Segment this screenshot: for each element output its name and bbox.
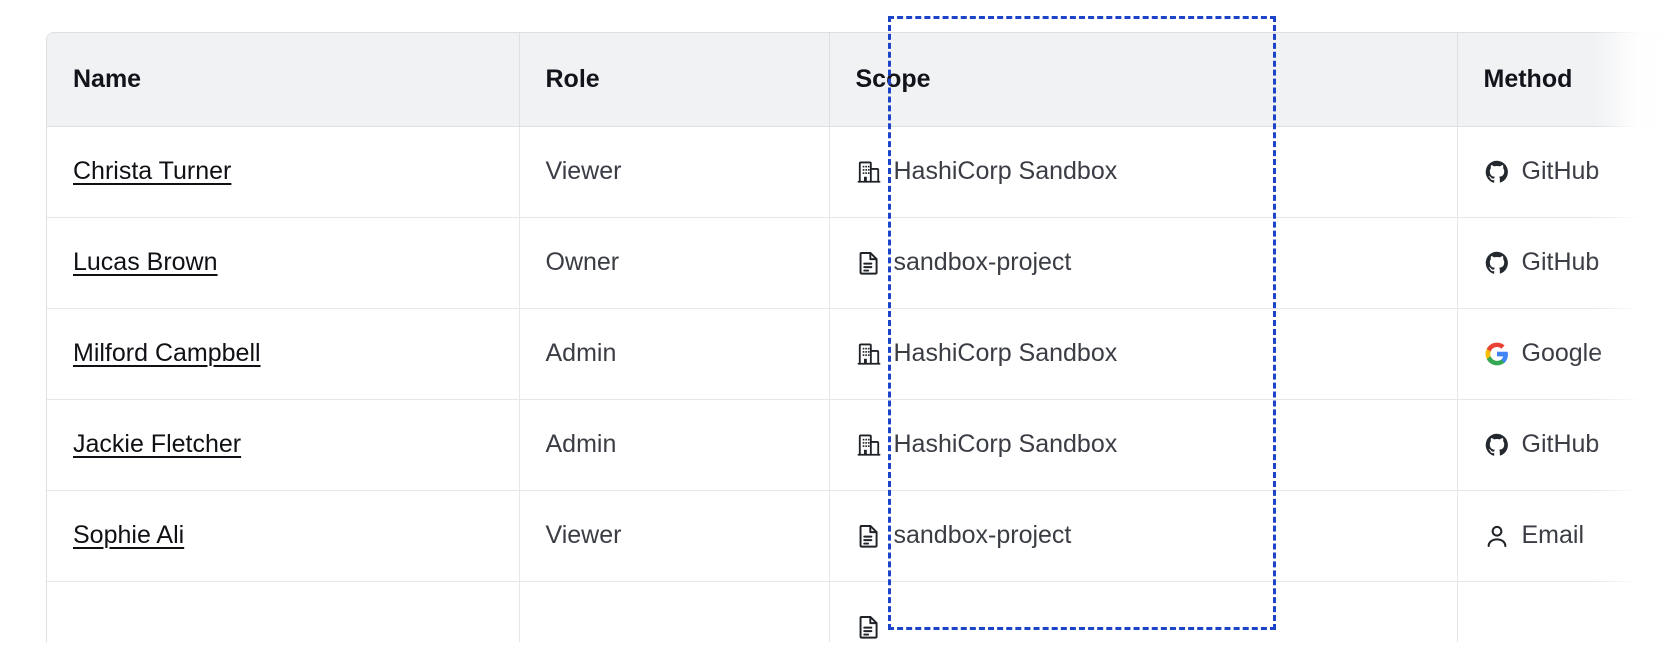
- cell-spacer: [1357, 217, 1458, 309]
- cell-method: GitHub: [1457, 399, 1672, 491]
- cell-scope: HashiCorp Sandbox: [829, 126, 1357, 218]
- bottom-mask: [0, 642, 1672, 652]
- method-label: Email: [1521, 521, 1585, 549]
- cell-name: [47, 581, 520, 652]
- scope-label: HashiCorp Sandbox: [893, 339, 1118, 367]
- cell-name: Lucas Brown: [47, 217, 520, 309]
- project-file-icon: [859, 524, 878, 548]
- org-building-icon: [857, 434, 880, 456]
- scope-value: sandbox-project: [856, 218, 1332, 308]
- cell-scope: [829, 581, 1357, 652]
- cell-method: GitHub: [1457, 217, 1672, 309]
- cell-spacer: [1357, 490, 1458, 582]
- project-file-icon: [859, 251, 878, 275]
- cell-name: Sophie Ali: [47, 490, 520, 582]
- google-icon: [1485, 342, 1508, 365]
- cell-spacer: [1357, 126, 1458, 218]
- org-building-icon: [857, 343, 880, 365]
- cell-spacer: [1357, 308, 1458, 400]
- user-person-icon: [1487, 525, 1506, 547]
- cell-role: [519, 581, 830, 652]
- cell-scope: sandbox-project: [829, 217, 1357, 309]
- scope-value: sandbox-project: [856, 491, 1332, 581]
- table-row[interactable]: Milford Campbell Admin HashiCorp Sandbox Go…: [47, 308, 1672, 400]
- cell-method: Google: [1457, 308, 1672, 400]
- method-value: GitHub: [1484, 400, 1672, 490]
- cell-spacer: [1357, 581, 1458, 652]
- cell-role: Owner: [519, 217, 830, 309]
- org-building-icon: [857, 161, 880, 183]
- scope-value: HashiCorp Sandbox: [856, 400, 1332, 490]
- scope-label: HashiCorp Sandbox: [893, 430, 1118, 458]
- table-row[interactable]: Jackie Fletcher Admin HashiCorp Sandbox Git…: [47, 399, 1672, 491]
- user-name-link[interactable]: Jackie Fletcher: [73, 430, 242, 458]
- user-name-link[interactable]: Milford Campbell: [73, 339, 261, 367]
- table-row[interactable]: Lucas Brown Owner sandbox-project GitHub: [47, 217, 1672, 309]
- table-row[interactable]: Sophie Ali Viewer sandbox-project Email: [47, 490, 1672, 582]
- cell-name: Christa Turner: [47, 126, 520, 218]
- table-row[interactable]: [47, 581, 1672, 652]
- user-name-link[interactable]: Sophie Ali: [73, 521, 185, 549]
- table-row[interactable]: Christa Turner Viewer HashiCorp Sandbox Git…: [47, 126, 1672, 218]
- cell-name: Jackie Fletcher: [47, 399, 520, 491]
- scope-value: HashiCorp Sandbox: [856, 309, 1332, 399]
- method-value: Google: [1484, 309, 1672, 399]
- table-header: Name Role Scope Method: [47, 33, 1672, 127]
- column-header-role[interactable]: Role: [519, 33, 830, 127]
- cell-scope: HashiCorp Sandbox: [829, 399, 1357, 491]
- scope-label: sandbox-project: [893, 248, 1072, 276]
- cell-role: Admin: [519, 399, 830, 491]
- cell-name: Milford Campbell: [47, 308, 520, 400]
- column-header-method[interactable]: Method: [1457, 33, 1672, 127]
- header-row: Name Role Scope Method: [47, 33, 1672, 127]
- cell-method: GitHub: [1457, 126, 1672, 218]
- method-label: Google: [1521, 339, 1603, 367]
- column-header-name[interactable]: Name: [47, 33, 520, 127]
- github-icon: [1485, 160, 1508, 183]
- cell-role: Viewer: [519, 126, 830, 218]
- method-value: Email: [1484, 491, 1672, 581]
- method-label: GitHub: [1521, 248, 1600, 276]
- cell-scope: sandbox-project: [829, 490, 1357, 582]
- method-value: GitHub: [1484, 127, 1672, 217]
- cell-method: Email: [1457, 490, 1672, 582]
- github-icon: [1485, 251, 1508, 274]
- column-header-blank: [1357, 33, 1458, 127]
- scope-value: HashiCorp Sandbox: [856, 127, 1332, 217]
- scope-label: HashiCorp Sandbox: [893, 157, 1118, 185]
- cell-scope: HashiCorp Sandbox: [829, 308, 1357, 400]
- user-name-link[interactable]: Christa Turner: [73, 157, 232, 185]
- cell-role: Admin: [519, 308, 830, 400]
- column-header-scope[interactable]: Scope: [829, 33, 1357, 127]
- method-label: GitHub: [1521, 157, 1600, 185]
- method-value: GitHub: [1484, 218, 1672, 308]
- cell-role: Viewer: [519, 490, 830, 582]
- github-icon: [1485, 433, 1508, 456]
- user-name-link[interactable]: Lucas Brown: [73, 248, 218, 276]
- cell-spacer: [1357, 399, 1458, 491]
- scope-value: [856, 582, 1332, 652]
- scope-label: sandbox-project: [893, 521, 1072, 549]
- project-file-icon: [859, 615, 878, 639]
- method-label: GitHub: [1521, 430, 1600, 458]
